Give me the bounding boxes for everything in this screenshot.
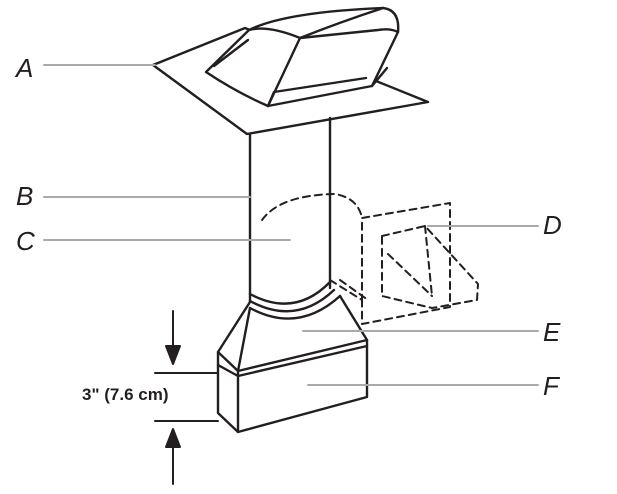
- vertical-duct: [248, 116, 342, 320]
- callout-label-a: A: [16, 53, 34, 83]
- roof-cap-hood: [204, 6, 400, 108]
- callout-label-d: D: [543, 210, 562, 240]
- callout-label-b: B: [16, 181, 34, 211]
- leader-lines: [43, 64, 539, 386]
- dimension-marker: [154, 310, 219, 485]
- rectangular-duct: [216, 338, 369, 434]
- callout-label-f: F: [543, 371, 559, 401]
- alternate-wall-cap: [261, 193, 479, 325]
- duct-transition: [216, 294, 369, 373]
- dimension-arrow-top-head: [165, 345, 181, 365]
- dimension-arrow-bottom-head: [165, 428, 181, 448]
- callout-label-c: C: [16, 226, 35, 256]
- callout-label-e: E: [543, 317, 561, 347]
- dimension-label: 3" (7.6 cm): [82, 385, 169, 404]
